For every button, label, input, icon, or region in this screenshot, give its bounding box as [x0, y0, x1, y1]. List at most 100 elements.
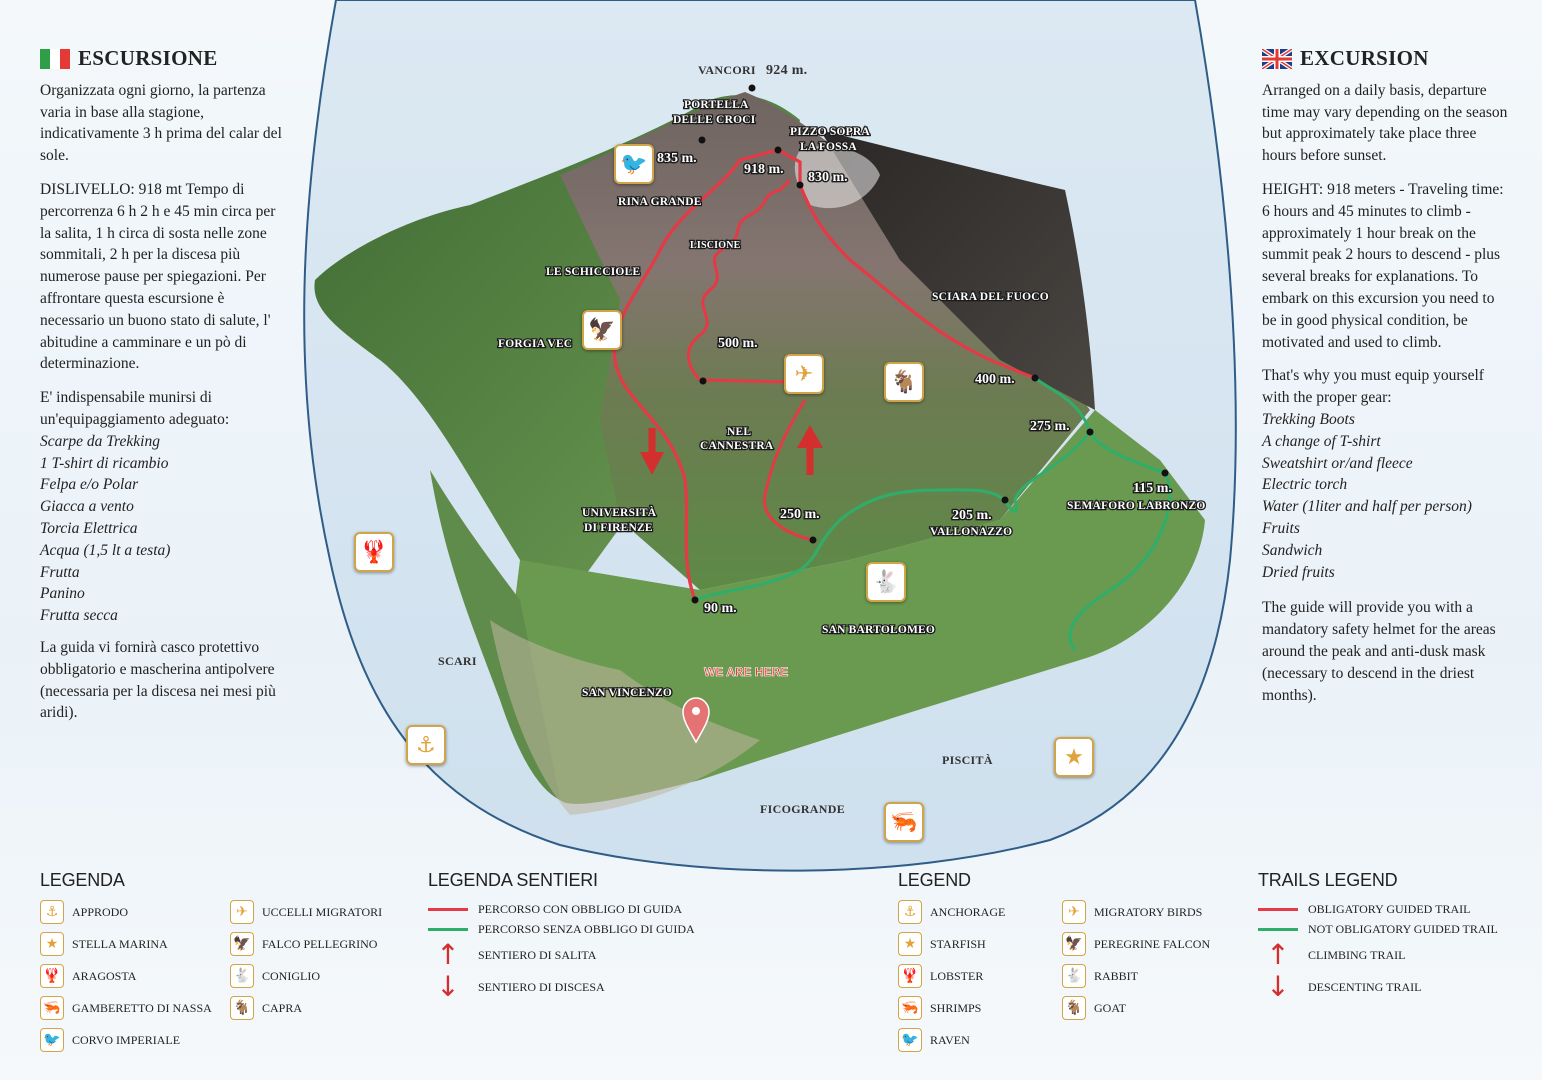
label-nel-1: NEL — [727, 426, 751, 438]
trail-label: PERCORSO CON OBBLIGO DI GUIDA — [478, 901, 683, 916]
label-schicciole: LE SCHICCIOLE — [546, 266, 640, 278]
alt-500: 500 m. — [718, 336, 758, 351]
equipment-item: A change of T-shirt — [1262, 432, 1381, 450]
bird-icon: ✈ — [230, 900, 254, 924]
alt-115: 115 m. — [1133, 481, 1172, 496]
equipment-item: Frutta secca — [40, 607, 118, 625]
trail-label: OBLIGATORY GUIDED TRAIL — [1308, 901, 1471, 916]
equipment-item: Fruits — [1262, 519, 1300, 537]
shrimp-icon: 🦐 — [40, 996, 64, 1020]
label-nel-2: CANNESTRA — [700, 440, 774, 452]
label-rina-grande: RINA GRANDE — [618, 196, 702, 208]
italian-equipment-list: Scarpe da Trekking 1 T-shirt di ricambio… — [40, 431, 290, 627]
legend-label: FALCO PELLEGRINO — [262, 936, 378, 951]
location-pin-icon — [682, 697, 710, 744]
label-ficogrande: FICOGRANDE — [760, 802, 845, 816]
trails-legend-english: TRAILS LEGEND OBLIGATORY GUIDED TRAIL NO… — [1258, 870, 1498, 1003]
legend-label: UCCELLI MIGRATORI — [262, 904, 383, 919]
legend-item: ✈MIGRATORY BIRDS — [1062, 899, 1222, 925]
trail-label: DESCENTING TRAIL — [1308, 979, 1422, 994]
legend-item: 🦞LOBSTER — [898, 963, 1062, 989]
unguided-trail-2 — [1034, 376, 1172, 651]
equipment-item: 1 T-shirt di ricambio — [40, 454, 169, 472]
goat-icon: 🐐 — [1062, 996, 1086, 1020]
raven-icon: 🐦 — [898, 1028, 922, 1052]
equipment-item: Electric torch — [1262, 476, 1348, 494]
legend-italian-title: LEGENDA — [40, 870, 125, 890]
equipment-item: Acqua (1,5 lt a testa) — [40, 541, 171, 559]
anchor-icon: ⚓ — [898, 900, 922, 924]
legend-item: 🦅PEREGRINE FALCON — [1062, 931, 1222, 957]
migratory-bird-icon: ✈ — [784, 354, 824, 394]
rabbit-icon: 🐇 — [230, 964, 254, 988]
legend-item: 🐐CAPRA — [230, 995, 390, 1021]
anchor-icon: ⚓ — [406, 725, 446, 765]
descent-arrow — [640, 428, 664, 475]
legend-label: MIGRATORY BIRDS — [1094, 904, 1203, 919]
legend-item: 🐐GOAT — [1062, 995, 1222, 1021]
anchor-icon: ⚓ — [40, 900, 64, 924]
legend-item: 🐇RABBIT — [1062, 963, 1222, 989]
english-equipment-list: Trekking Boots A change of T-shirt Sweat… — [1262, 409, 1512, 583]
label-scari: SCARI — [438, 654, 477, 668]
falcon-icon: 🦅 — [230, 932, 254, 956]
raven-icon: 🐦 — [40, 1028, 64, 1052]
legend-item: ✈ UCCELLI MIGRATORI — [230, 899, 390, 925]
equipment-item: Felpa e/o Polar — [40, 476, 139, 494]
guided-trail-2 — [704, 378, 791, 384]
italy-flag-icon — [40, 48, 70, 69]
equipment-item: Torcia Elettrica — [40, 519, 138, 537]
legend-label: RABBIT — [1094, 968, 1139, 983]
trail-label: SENTIERO DI SALITA — [478, 947, 597, 962]
italian-heading: ESCURSIONE — [40, 46, 290, 70]
trail-descent-row: ↓ DESCENTING TRAIL — [1258, 971, 1498, 1003]
italian-equip-intro: E' indispensabile munirsi di un'equipagg… — [40, 389, 230, 428]
legend-label: RAVEN — [930, 1032, 970, 1047]
label-univ-2: DI FIRENZE — [584, 522, 653, 534]
legend-item: 🐇CONIGLIO — [230, 963, 390, 989]
italian-intro: Organizzata ogni giorno, la partenza var… — [40, 81, 282, 165]
equipment-item: Water (1liter and half per person) — [1262, 498, 1472, 516]
unguided-trail — [694, 431, 1092, 602]
starfish-icon: ★ — [1054, 737, 1094, 777]
guided-trail-zigzag — [687, 178, 792, 382]
lobster-icon: 🦞 — [354, 532, 394, 572]
guided-line-swatch — [428, 907, 468, 911]
arrow-down-icon: ↓ — [1266, 970, 1290, 1003]
label-portella-1: PORTELLA — [684, 99, 749, 111]
english-intro: Arranged on a daily basis, departure tim… — [1262, 81, 1508, 165]
legend-item: 🦐GAMBERETTO DI NASSA — [40, 995, 230, 1021]
legend-label: CAPRA — [262, 1000, 303, 1015]
english-heading: EXCURSION — [1260, 46, 1512, 71]
trail-descent-row: ↓ SENTIERO DI DISCESA — [428, 971, 695, 1003]
shrimp-icon: 🦐 — [898, 996, 922, 1020]
equipment-item: Panino — [40, 585, 85, 603]
label-vancori: VANCORI — [698, 63, 756, 77]
alt-830: 830 m. — [808, 170, 848, 185]
legend-english: LEGEND ⚓ANCHORAGE ✈MIGRATORY BIRDS ★STAR… — [898, 870, 1222, 1053]
legend-item: 🦞ARAGOSTA — [40, 963, 230, 989]
english-title: EXCURSION — [1300, 46, 1429, 70]
equipment-item: Frutta — [40, 563, 80, 581]
legend-label: STARFISH — [930, 936, 986, 951]
trail-climb-row: ↑CLIMBING TRAIL — [1258, 939, 1498, 971]
alt-835: 835 m. — [657, 151, 697, 166]
equipment-item: Trekking Boots — [1262, 410, 1355, 428]
trails-legend-italian-title: LEGENDA SENTIERI — [428, 870, 598, 890]
italian-title: ESCURSIONE — [78, 46, 218, 70]
uk-flag-icon — [1260, 47, 1294, 71]
label-pizzo-1: PIZZO SOPRA — [790, 126, 870, 138]
legend-item: 🦐SHRIMPS — [898, 995, 1062, 1021]
arrow-down-icon: ↓ — [436, 970, 460, 1003]
english-closing: The guide will provide you with a mandat… — [1262, 599, 1496, 704]
climb-arrow — [797, 425, 823, 475]
alt-90: 90 m. — [704, 601, 737, 616]
shrimp-icon: 🦐 — [884, 802, 924, 842]
italian-column: ESCURSIONE Organizzata ogni giorno, la p… — [40, 46, 290, 736]
label-vancori-alt: 924 m. — [766, 63, 807, 78]
label-univ-1: UNIVERSITÀ — [582, 505, 657, 519]
trail-label: SENTIERO DI DISCESA — [478, 979, 605, 994]
legend-italian: LEGENDA ⚓APPRODO ✈UCCELLI MIGRATORI ★STE… — [40, 870, 390, 1053]
english-column: EXCURSION Arranged on a daily basis, dep… — [1260, 46, 1512, 718]
starfish-icon: ★ — [898, 932, 922, 956]
